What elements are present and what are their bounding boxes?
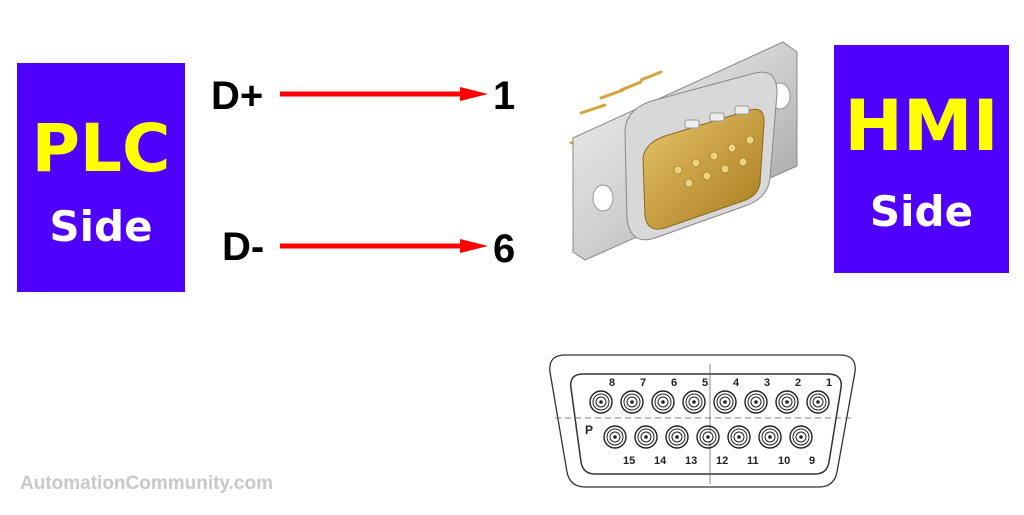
pin-label-1: 1 <box>493 74 516 118</box>
plc-title: PLC <box>31 109 171 187</box>
pin-label-3: 3 <box>764 377 770 389</box>
pin-label-5: 5 <box>702 377 708 389</box>
pin-label-15: 15 <box>623 455 635 467</box>
db15-pinout-diagram: 8 7 6 5 4 3 2 1 15 14 13 12 11 10 9 P <box>549 354 856 488</box>
pin-label-12: 12 <box>716 455 728 467</box>
pin-label-6: 6 <box>493 227 516 271</box>
hmi-side-box: HMI Side <box>834 45 1009 273</box>
pin-label-14: 14 <box>654 455 667 467</box>
pin-label-2: 2 <box>795 377 801 389</box>
pin-row-top: 8 7 6 5 4 3 2 1 <box>589 377 832 414</box>
arrow-dminus <box>280 239 488 253</box>
pin-label-4: 4 <box>733 377 740 389</box>
plc-subtitle: Side <box>49 201 153 251</box>
inner-outline <box>570 373 842 475</box>
hmi-subtitle: Side <box>869 187 974 236</box>
signal-label-dplus: D+ <box>211 74 264 118</box>
pin-label-11: 11 <box>747 455 759 467</box>
signal-label-dminus: D- <box>222 225 265 269</box>
pin-label-9: 9 <box>809 455 815 467</box>
arrow-dplus <box>280 87 488 101</box>
dsub-connector-photo <box>569 41 798 261</box>
watermark: AutomationCommunity.com <box>20 473 273 494</box>
pin-label-1: 1 <box>826 377 832 389</box>
hmi-title: HMI <box>844 85 999 167</box>
pin-label-13: 13 <box>685 455 697 467</box>
pin-label-7: 7 <box>640 377 646 389</box>
pin-label-6: 6 <box>671 377 677 389</box>
marker-p: P <box>585 423 593 437</box>
pin-row-bottom: 15 14 13 12 11 10 9 <box>603 425 815 467</box>
pin-label-10: 10 <box>778 455 790 467</box>
pin-label-8: 8 <box>609 377 615 389</box>
shell-outline <box>549 354 856 488</box>
plc-side-box: PLC Side <box>17 63 185 292</box>
